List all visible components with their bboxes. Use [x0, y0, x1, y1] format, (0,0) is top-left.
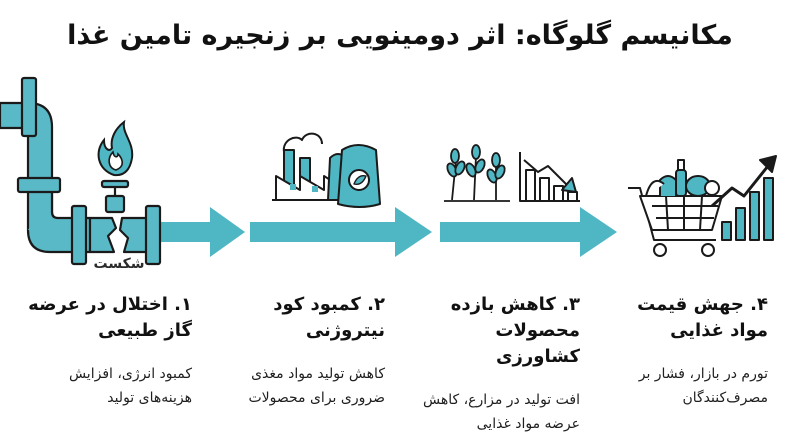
- step-4-description: تورم در بازار، فشار بر مصرف‌کنندگان: [638, 366, 768, 406]
- page-title: مکانیسم گلوگاه: اثر دومینویی بر زنجیره ت…: [67, 20, 733, 51]
- step-4-title: ۴. جهش قیمت مواد غذایی: [637, 294, 768, 341]
- step-2-description: کاهش تولید مواد مغذی ضروری برای محصولات: [248, 366, 385, 406]
- flow-arrow-3: [440, 207, 617, 257]
- flame-icon: [97, 119, 134, 177]
- gas-pipe-icon: [0, 76, 162, 266]
- wheat-icon: [444, 144, 510, 202]
- flow-arrow-1: [150, 207, 245, 257]
- step-3-card: ۳. کاهش بازده محصولات کشاورزی افت تولید …: [410, 292, 580, 436]
- shopping-cart-icon: [628, 159, 723, 257]
- step-2-card: ۲. کمبود کود نیتروژنی کاهش تولید مواد مغ…: [215, 292, 385, 410]
- step-4-card: ۴. جهش قیمت مواد غذایی تورم در بازار، فش…: [598, 292, 768, 410]
- pipe-break-label: شکست: [93, 256, 145, 272]
- step-1-description: کمبود انرژی، افزایش هزینه‌های تولید: [68, 366, 192, 406]
- rising-chart-icon: [710, 155, 777, 241]
- step-1-title: ۱. اختلال در عرضه گاز طبیعی: [28, 294, 192, 341]
- step-3-description: افت تولید در مزارع، کاهش عرضه مواد غذایی: [422, 392, 580, 432]
- step-1-card: ۱. اختلال در عرضه گاز طبیعی کمبود انرژی،…: [22, 292, 192, 410]
- declining-chart-icon: [519, 152, 580, 202]
- fertilizer-bag-icon: [327, 144, 381, 208]
- step-2-title: ۲. کمبود کود نیتروژنی: [273, 294, 385, 341]
- flow-arrow-2: [250, 207, 432, 257]
- step-3-title: ۳. کاهش بازده محصولات کشاورزی: [450, 294, 580, 367]
